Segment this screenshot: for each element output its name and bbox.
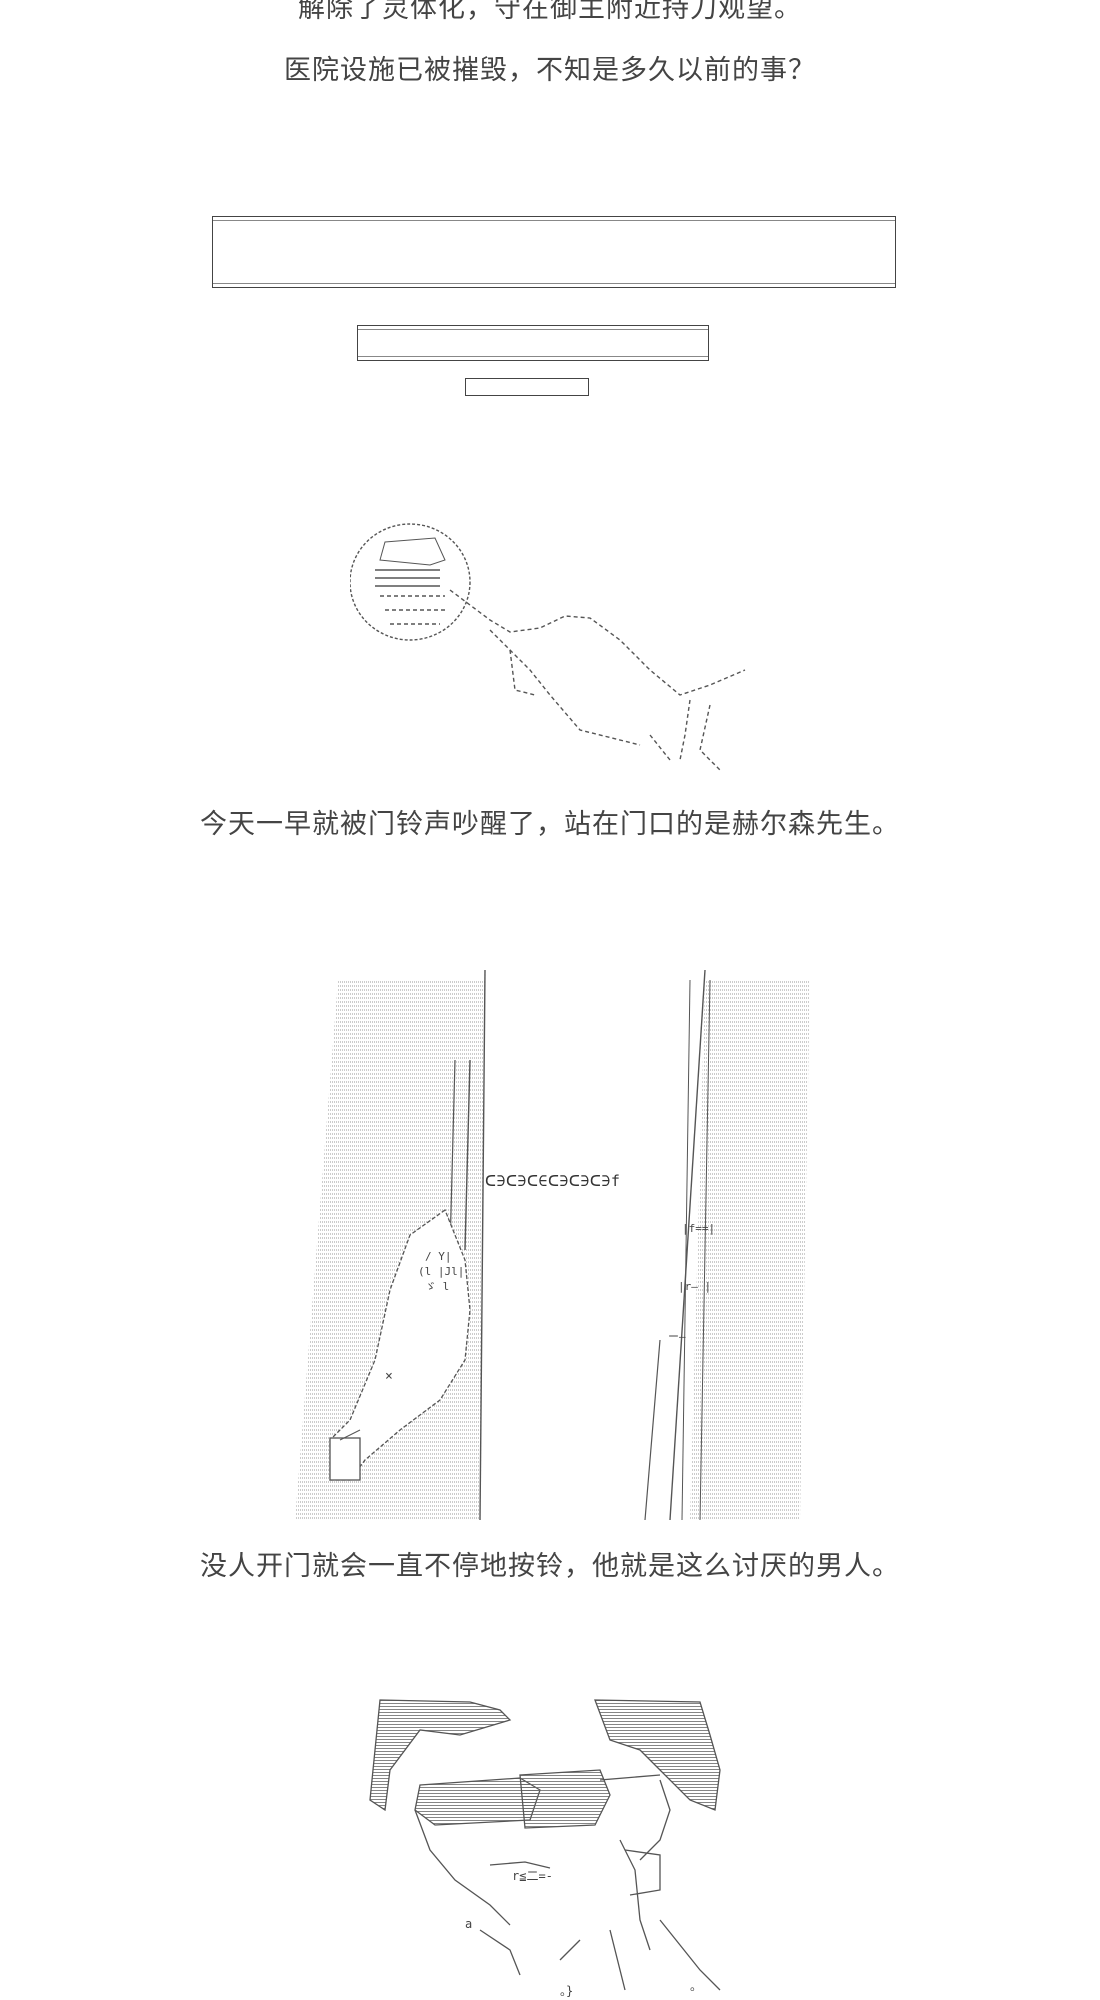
caption-3: 今天一早就被门铃声吵醒了，站在门口的是赫尔森先生。	[200, 809, 900, 840]
frame-medium-inner	[358, 329, 708, 357]
caption-1: 解除了灵体化，守在御主附近持刀观望。	[298, 0, 802, 24]
svg-text:。}: 。}	[560, 1984, 573, 1998]
svg-text:|r— |: |r— |	[678, 1280, 711, 1293]
frame-large	[212, 216, 896, 288]
svg-text:ゞ l: ゞ l	[425, 1280, 449, 1293]
caption-4: 没人开门就会一直不停地按铃，他就是这么讨厌的男人。	[200, 1551, 900, 1582]
frame-small	[465, 378, 589, 396]
svg-text:(l |Jl|: (l |Jl|	[418, 1265, 464, 1278]
ascii-art-man: r≦二=- a 。} 。	[360, 1690, 760, 2000]
svg-text:/ Y|: / Y|	[425, 1250, 452, 1263]
ascii-art-door: ᑕ∋ᑕ∋ᑕ∈ᑕ∋ᑕ∋ᑕ∋f / Y| (l |Jl| ゞ l × |f==| |…	[290, 960, 820, 1530]
frame-large-inner	[213, 220, 895, 284]
caption-2: 医院设施已被摧毁，不知是多久以前的事？	[284, 55, 816, 86]
frame-medium	[357, 325, 709, 361]
door-chain: ᑕ∋ᑕ∋ᑕ∈ᑕ∋ᑕ∋ᑕ∋f	[485, 1172, 620, 1190]
svg-text:|f==|: |f==|	[682, 1222, 715, 1235]
svg-text:×: ×	[385, 1369, 393, 1384]
svg-text:a: a	[465, 1917, 472, 1931]
ascii-art-hand	[350, 520, 770, 780]
svg-text:。: 。	[690, 1979, 702, 1993]
svg-text:ー—: ー—	[668, 1330, 686, 1343]
svg-text:r≦二=-: r≦二=-	[512, 1869, 553, 1883]
